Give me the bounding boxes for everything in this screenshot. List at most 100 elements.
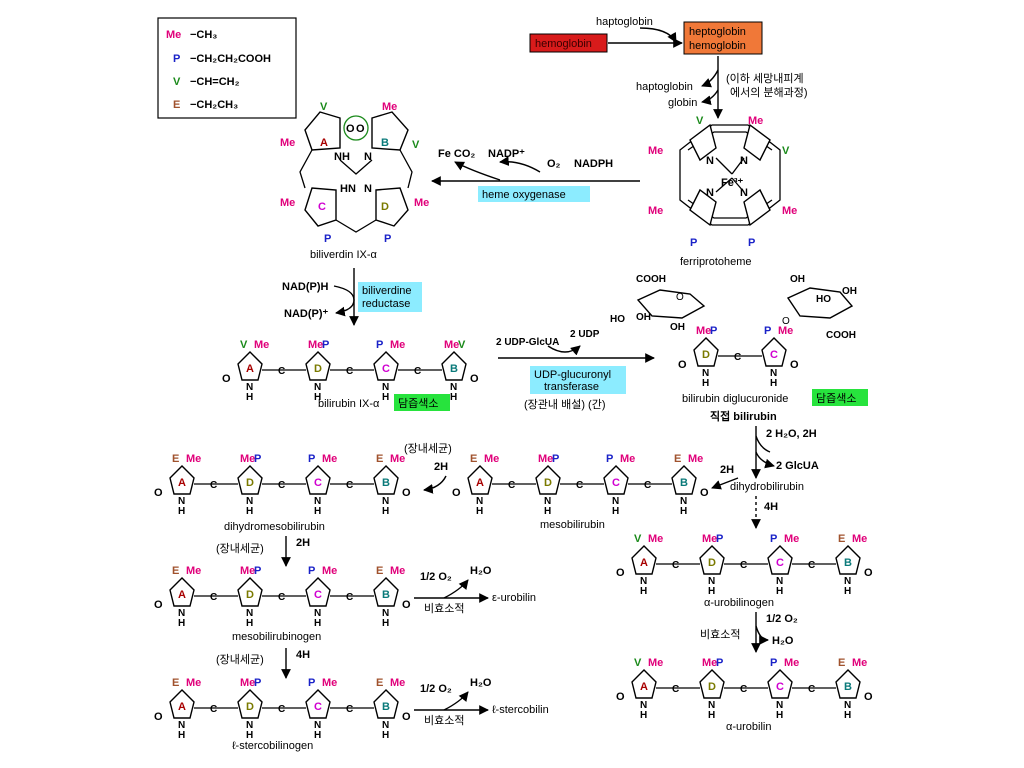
two-h-label-1: 2H bbox=[434, 461, 448, 473]
non-enzymatic-label-3: 비효소적 bbox=[700, 628, 740, 641]
dihydromesobilirubin-substituent: P bbox=[254, 453, 261, 465]
bilirubin-substituent: V bbox=[458, 339, 466, 351]
a-urobilinogen-ring-letter: C bbox=[776, 557, 784, 569]
bile-pigment-label-2: 담즙색소 bbox=[816, 392, 856, 405]
stercobilinogen-ring-c bbox=[305, 689, 331, 719]
a-urobilinogen-ring-b bbox=[835, 545, 861, 575]
fe-co2-label: Fe CO₂ bbox=[438, 148, 475, 160]
gut-bacteria-step-3: (장내세균) 4H bbox=[216, 648, 310, 679]
svg-text:Me: Me bbox=[782, 205, 797, 217]
stercobilinogen-nh: H bbox=[382, 730, 389, 741]
gut-bacteria-label-3: (장내세균) bbox=[216, 653, 264, 666]
mesobilirubinogen-substituent: P bbox=[254, 565, 261, 577]
dihydromesobilirubin-nh: H bbox=[178, 506, 185, 517]
a-urobilin-step: 1/2 O₂ H₂O 비효소적 bbox=[700, 612, 798, 653]
stercobilinogen-substituent: Me bbox=[390, 677, 405, 689]
stercobilinogen-nh: N bbox=[382, 720, 389, 731]
a-urobilinogen-substituent: Me bbox=[648, 533, 663, 545]
a-urobilinogen-substituent: P bbox=[716, 533, 723, 545]
diglucuronide-carbonyl: O bbox=[678, 359, 687, 371]
mesobilirubinogen-substituent: E bbox=[172, 565, 179, 577]
stercobilin-step: 1/2 O₂ H₂O 비효소적 ℓ-stercobilin bbox=[414, 677, 549, 727]
dihydromesobilirubin-bridge-c: C bbox=[346, 480, 353, 491]
h2o-label-3: H₂O bbox=[772, 635, 794, 647]
mesobilirubinogen-ring-letter: B bbox=[382, 589, 390, 601]
svg-text:Me: Me bbox=[748, 115, 763, 127]
mesobilirubinogen-substituent: Me bbox=[322, 565, 337, 577]
a-urobilin-carbonyl: O bbox=[616, 691, 625, 703]
mesobilirubinogen-ring-d bbox=[237, 577, 263, 607]
svg-text:OH: OH bbox=[842, 286, 857, 297]
a-urobilin-nh: H bbox=[776, 710, 783, 721]
gut-bacteria-label-1: (장내세균) bbox=[404, 442, 452, 455]
mesobilirubin-substituent: P bbox=[552, 453, 559, 465]
stercobilinogen-label: ℓ-stercobilinogen bbox=[232, 740, 313, 752]
bilirubin-ring-b bbox=[441, 351, 467, 381]
stercobilinogen-substituent: P bbox=[254, 677, 261, 689]
dihydromesobilirubin-nh: H bbox=[246, 506, 253, 517]
svg-text:N: N bbox=[364, 151, 372, 163]
svg-text:A: A bbox=[320, 137, 328, 149]
complex-line2: hemoglobin bbox=[689, 40, 746, 52]
diglucuronide-ring-letter: D bbox=[702, 349, 710, 361]
svg-text:Me: Me bbox=[648, 145, 663, 157]
bilirubin-substituent: Me bbox=[308, 339, 323, 351]
svg-text:V: V bbox=[696, 115, 704, 127]
mesobilirubin-ring-d bbox=[535, 465, 561, 495]
a-urobilin-ring-d bbox=[699, 669, 725, 699]
a-urobilinogen-ring-letter: B bbox=[844, 557, 852, 569]
dihydromesobilirubin-nh: H bbox=[314, 506, 321, 517]
svg-text:O: O bbox=[676, 292, 684, 303]
a-urobilinogen-ring-letter: D bbox=[708, 557, 716, 569]
dihydromesobilirubin-nh: N bbox=[382, 496, 389, 507]
svg-text:V: V bbox=[412, 139, 420, 151]
bvr-line2: reductase bbox=[362, 298, 410, 310]
dihydromesobilirubin-ring-c bbox=[305, 465, 331, 495]
mesobilirubinogen-label: mesobilirubinogen bbox=[232, 631, 321, 643]
o2-label: O₂ bbox=[547, 158, 561, 170]
mesobilirubinogen-ring-letter: D bbox=[246, 589, 254, 601]
a-urobilin-substituent: V bbox=[634, 657, 642, 669]
two-h-label-2: 2H bbox=[296, 537, 310, 549]
mesobilirubinogen-nh: H bbox=[314, 618, 321, 629]
stercobilinogen-substituent: P bbox=[308, 677, 315, 689]
e-urobilin-step: 1/2 O₂ H₂O 비효소적 ε-urobilin bbox=[414, 565, 536, 615]
mesobilirubin-substituent: Me bbox=[688, 453, 703, 465]
a-urobilinogen-bridge-c: C bbox=[740, 560, 747, 571]
a-urobilin-ring-letter: D bbox=[708, 681, 716, 693]
svg-text:N: N bbox=[706, 155, 714, 167]
a-urobilinogen-nh: N bbox=[708, 576, 715, 587]
mesobilirubin-nh: N bbox=[544, 496, 551, 507]
nadp-out-label: NAD(P)⁺ bbox=[284, 308, 328, 320]
legend-formula-v: −CH=CH₂ bbox=[190, 76, 240, 88]
complex-line1: heptoglobin bbox=[689, 26, 746, 38]
half-o2-label-1: 1/2 O₂ bbox=[420, 571, 452, 583]
nadp-plus-label: NADP⁺ bbox=[488, 148, 525, 160]
haptoglobin-out-label: haptoglobin bbox=[636, 81, 693, 93]
mesobilirubinogen-bridge-c: C bbox=[210, 592, 217, 603]
four-h-label-2: 4H bbox=[296, 649, 310, 661]
hemoglobin-box bbox=[529, 33, 608, 53]
stercobilinogen-ring-d bbox=[237, 689, 263, 719]
svg-text:B: B bbox=[381, 137, 389, 149]
stercobilinogen-nh: N bbox=[246, 720, 253, 731]
bilirubin-ring-d bbox=[305, 351, 331, 381]
biliverdin-structure: A B C D O O NH N HN N V Me Me V Me Me P … bbox=[280, 101, 429, 261]
bile-pigment-label-1: 담즙색소 bbox=[398, 397, 438, 410]
dihydrobilirubin-label: dihydrobilirubin bbox=[730, 481, 804, 493]
svg-text:P: P bbox=[324, 233, 331, 245]
mesobilirubinogen-bridge-c: C bbox=[278, 592, 285, 603]
svg-text:COOH: COOH bbox=[826, 330, 856, 341]
dihydromesobilirubin-substituent: E bbox=[376, 453, 383, 465]
gut-bacteria-step-1: (장내세균) 2H bbox=[404, 442, 452, 494]
a-urobilin-bridge-c: C bbox=[740, 684, 747, 695]
bilirubin-nh: H bbox=[450, 392, 457, 403]
bilirubin-nh: N bbox=[314, 382, 321, 393]
dihydromesobilirubin-bridge-c: C bbox=[278, 480, 285, 491]
svg-text:OH: OH bbox=[636, 312, 651, 323]
four-h-label: 4H bbox=[764, 501, 778, 513]
stercobilinogen-bridge-c: C bbox=[278, 704, 285, 715]
a-urobilin-nh: H bbox=[844, 710, 851, 721]
udp-label: 2 UDP bbox=[570, 329, 600, 340]
